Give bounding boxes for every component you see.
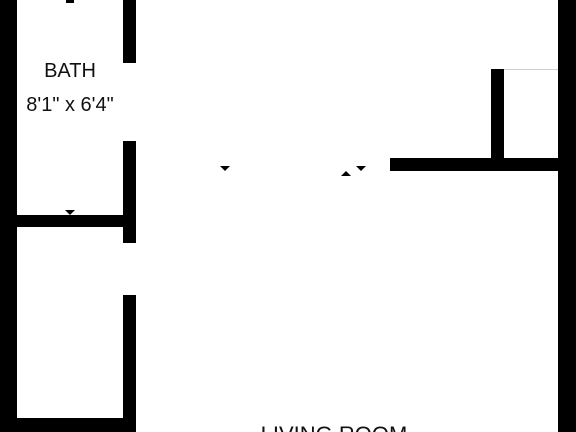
living-room-label: LIVING ROOM (244, 422, 424, 432)
closet-south-wall (17, 418, 136, 432)
closet-doorway (123, 243, 136, 295)
left-exterior-wall (0, 0, 17, 432)
living-room-marker-icon-center (341, 171, 351, 176)
pantry-top-edge (504, 69, 558, 70)
living-room-marker-icon-left (220, 166, 230, 171)
bath-top-marker (66, 0, 74, 3)
pantry-west-wall (491, 69, 504, 159)
kitchen-partition-wall (390, 158, 558, 171)
bath-dimensions-label: 8'1" x 6'4" (26, 94, 114, 116)
right-exterior-wall (558, 0, 576, 432)
bath-south-wall (17, 215, 136, 227)
bath-doorway (123, 63, 136, 141)
living-room-marker-icon-right (356, 166, 366, 171)
bath-label: BATH (44, 60, 96, 82)
bath-door-marker-icon (65, 210, 75, 215)
